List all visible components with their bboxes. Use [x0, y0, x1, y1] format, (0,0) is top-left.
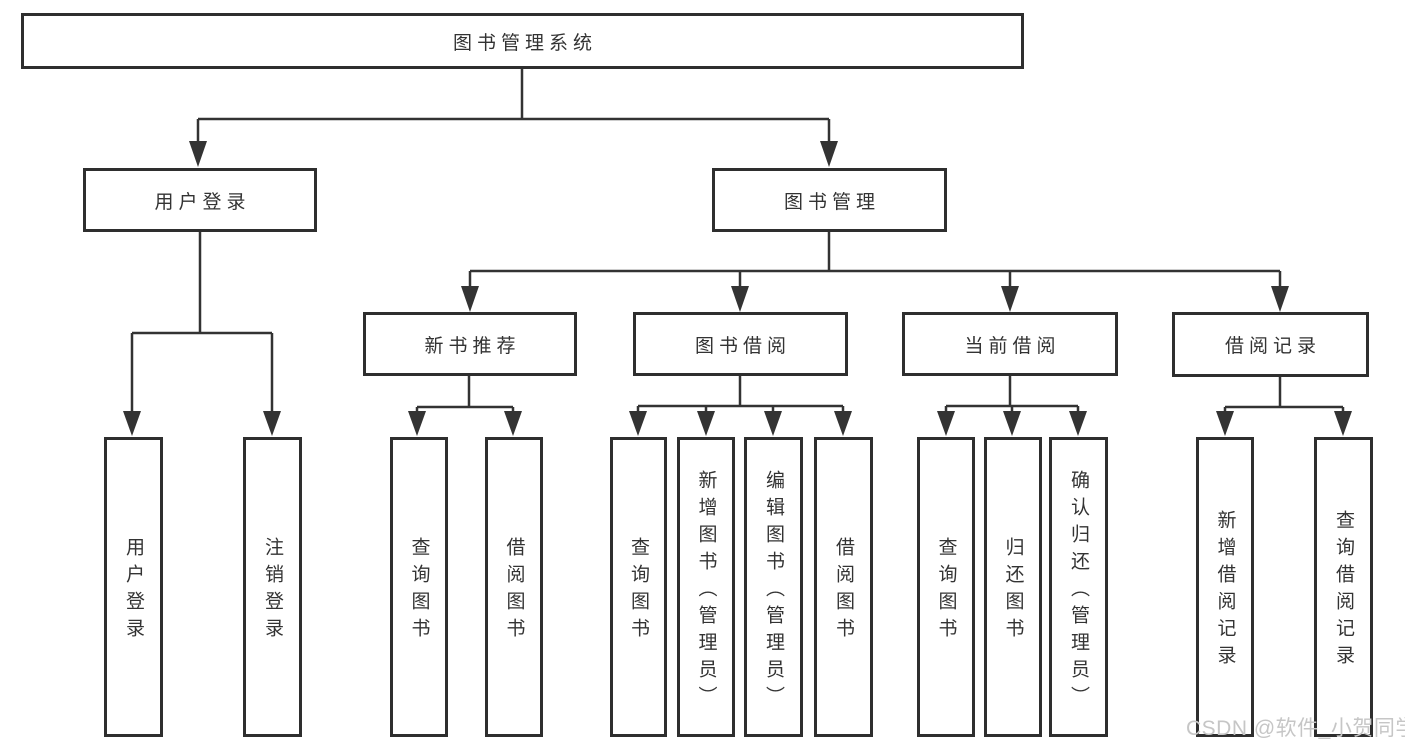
- node-label: 查询图书: [628, 537, 649, 645]
- node-current-borrowing: 当前借阅: [902, 312, 1118, 376]
- leaf-query-borrow-record: 查询借阅记录: [1314, 437, 1373, 737]
- arrow-heads: [123, 141, 1352, 436]
- tree-edges: [130, 69, 1345, 420]
- leaf-edit-books-admin: 编辑图书（管理员）: [744, 437, 803, 737]
- leaf-query-books-1: 查询图书: [390, 437, 448, 737]
- root-node-library-system: 图书管理系统: [21, 13, 1024, 69]
- node-label: 图书管理系统: [452, 32, 597, 54]
- node-label: 图书管理: [783, 191, 880, 213]
- leaf-user-login: 用户登录: [104, 437, 163, 737]
- leaf-logout-login: 注销登录: [243, 437, 302, 737]
- node-label: 借阅图书: [833, 537, 854, 645]
- node-label: 新增图书（管理员）: [695, 469, 717, 713]
- leaf-add-books-admin: 新增图书（管理员）: [677, 437, 735, 737]
- node-book-borrowing: 图书借阅: [633, 312, 848, 376]
- node-label: 查询图书: [408, 537, 430, 645]
- node-label: 用户登录: [123, 537, 144, 645]
- node-label: 新增借阅记录: [1214, 510, 1236, 672]
- node-new-book-recommend: 新书推荐: [363, 312, 577, 376]
- node-borrowing-records: 借阅记录: [1172, 312, 1369, 377]
- csdn-watermark: CSDN @软件_小贺同学: [1186, 717, 1405, 740]
- leaf-query-books-3: 查询图书: [917, 437, 975, 737]
- node-book-management: 图书管理: [712, 168, 947, 232]
- node-label: 借阅图书: [503, 537, 525, 645]
- node-label: 图书借阅: [694, 335, 791, 357]
- node-label: 编辑图书（管理员）: [763, 469, 784, 713]
- node-label: 查询图书: [935, 537, 957, 645]
- leaf-return-books: 归还图书: [984, 437, 1042, 737]
- node-label: 查询借阅记录: [1333, 510, 1354, 672]
- leaf-borrow-books-1: 借阅图书: [485, 437, 543, 737]
- node-label: 归还图书: [1002, 537, 1024, 645]
- node-label: 用户登录: [154, 191, 251, 213]
- node-label: 当前借阅: [964, 335, 1061, 357]
- node-label: 借阅记录: [1224, 336, 1321, 357]
- node-label: 注销登录: [262, 537, 283, 645]
- node-label: 确认归还（管理员）: [1068, 469, 1089, 713]
- node-label: 新书推荐: [424, 335, 521, 357]
- leaf-borrow-books-2: 借阅图书: [814, 437, 873, 737]
- node-user-login: 用户登录: [83, 168, 317, 232]
- leaf-confirm-return-admin: 确认归还（管理员）: [1049, 437, 1108, 737]
- leaf-query-books-2: 查询图书: [610, 437, 667, 737]
- leaf-add-borrow-record: 新增借阅记录: [1196, 437, 1254, 737]
